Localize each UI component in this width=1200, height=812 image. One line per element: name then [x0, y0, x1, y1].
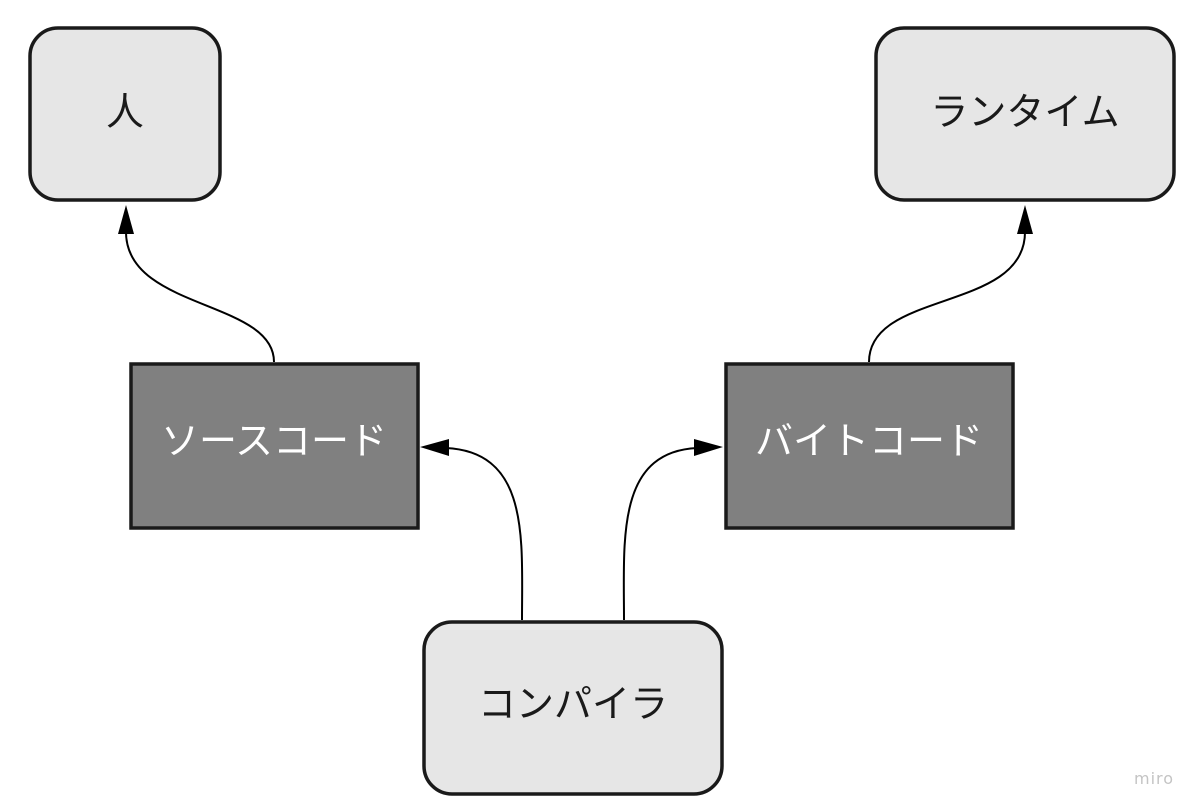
edge-compiler-to-source-code	[420, 439, 524, 621]
node-runtime[interactable]: ランタイム	[874, 26, 1176, 202]
arrowhead-icon	[1017, 205, 1033, 234]
edge-compiler-to-bytecode-line	[622, 447, 698, 621]
edge-bytecode-to-runtime-line	[868, 231, 1026, 363]
miro-watermark: miro	[1134, 769, 1174, 788]
arrowhead-icon	[694, 439, 723, 456]
node-bytecode[interactable]: バイトコード	[724, 362, 1015, 530]
edge-source-code-to-person	[118, 205, 275, 363]
edge-bytecode-to-runtime	[868, 205, 1033, 363]
edge-compiler-to-bytecode	[622, 439, 723, 621]
edge-source-code-to-person-line	[125, 231, 275, 363]
node-compiler[interactable]: コンパイラ	[422, 620, 724, 796]
node-source-code-label: ソースコード	[161, 419, 387, 463]
node-runtime-label: ランタイム	[930, 90, 1119, 134]
node-compiler-label: コンパイラ	[478, 682, 668, 726]
node-bytecode-label: バイトコード	[755, 419, 983, 463]
node-person[interactable]: 人	[28, 26, 222, 202]
arrowhead-icon	[118, 205, 134, 234]
node-source-code[interactable]: ソースコード	[129, 362, 420, 530]
node-person-label: 人	[106, 90, 144, 134]
edge-compiler-to-source-code-line	[445, 447, 524, 621]
arrowhead-icon	[420, 439, 449, 456]
